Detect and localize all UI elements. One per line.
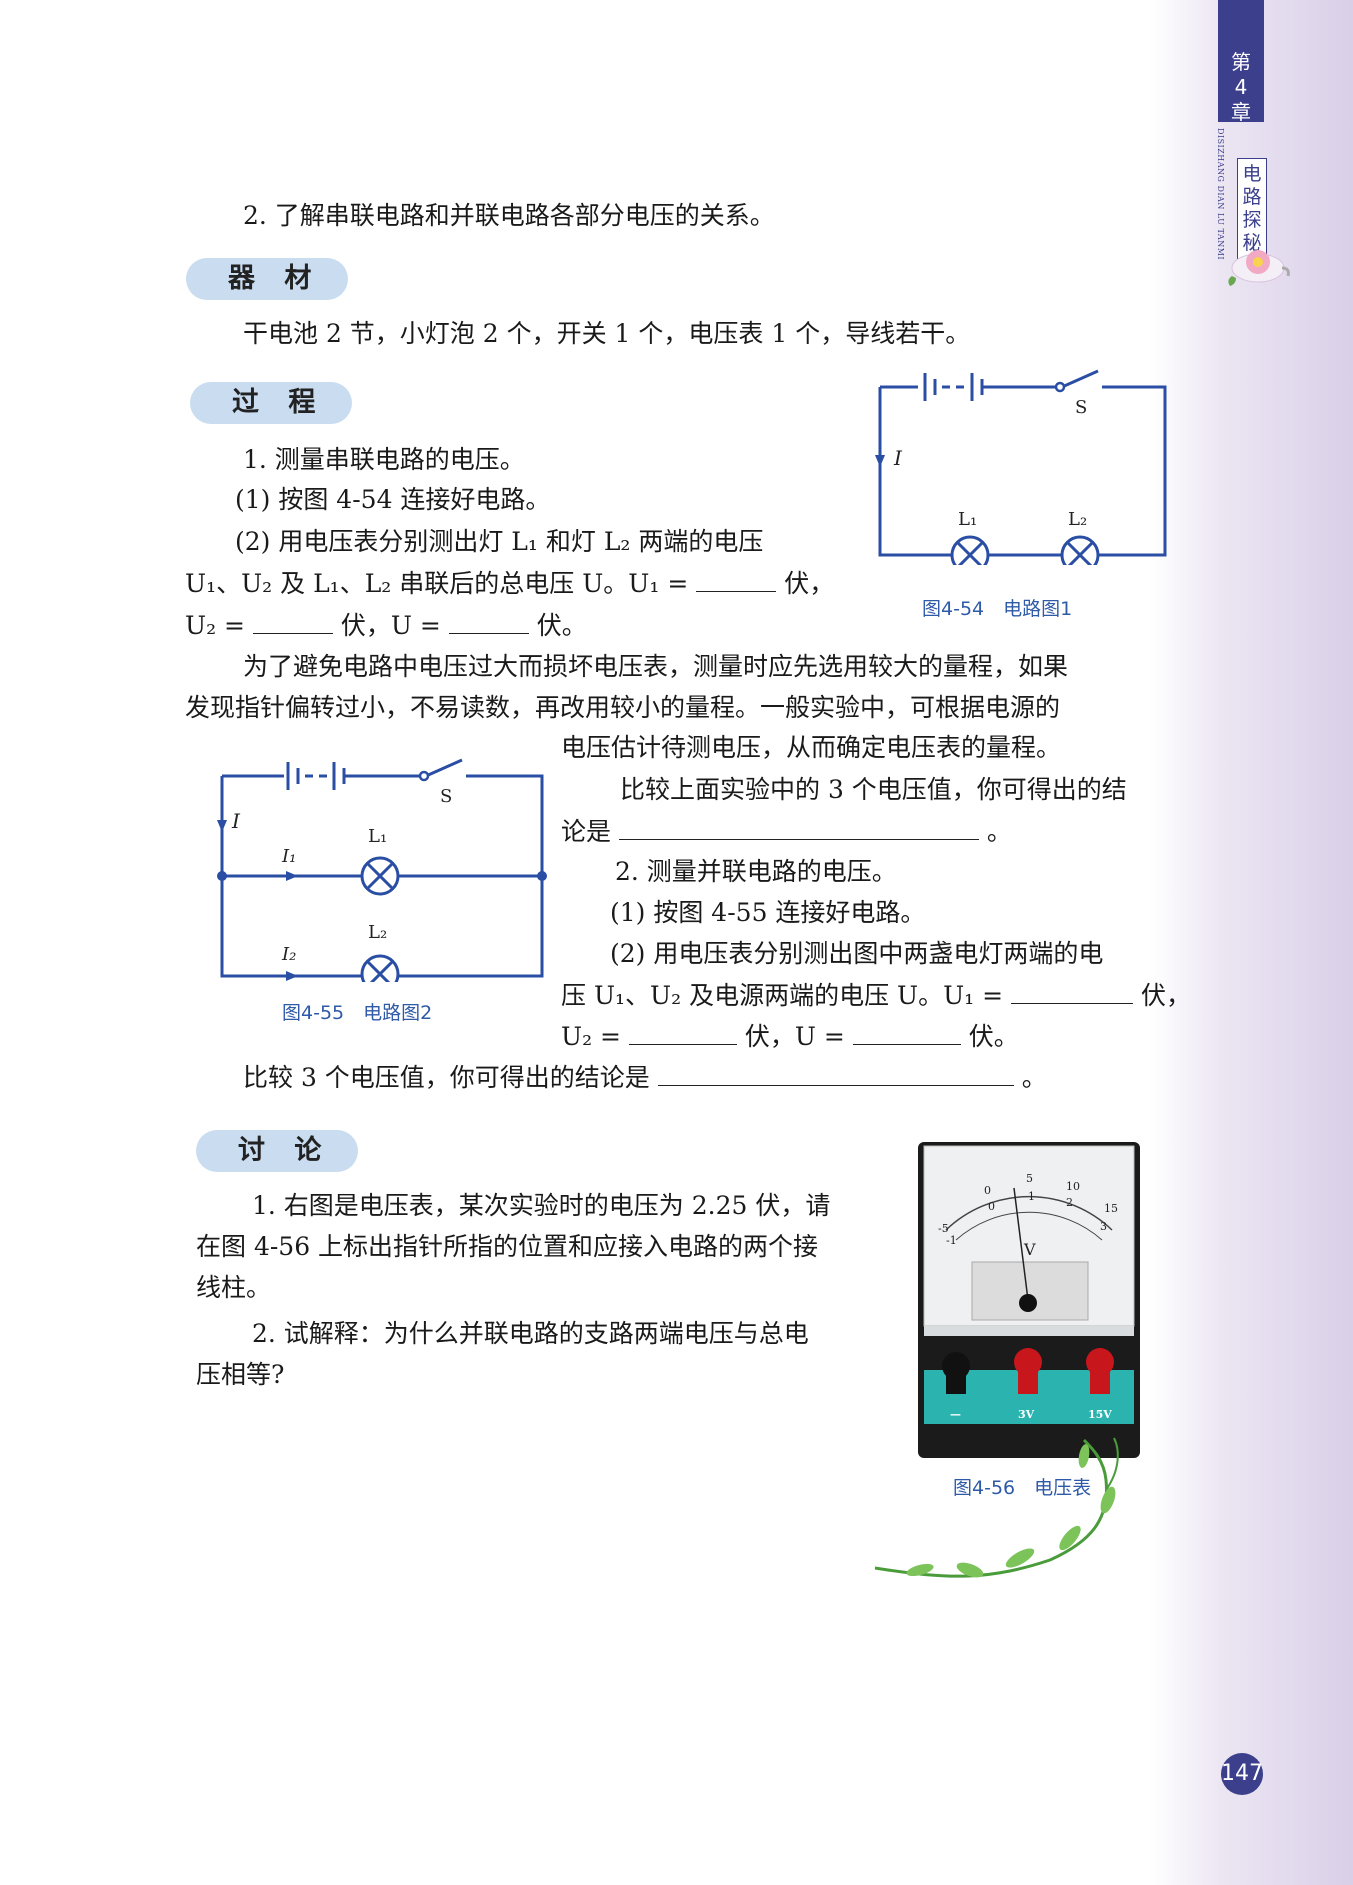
fig55-lamp1-label: L₁	[368, 826, 387, 847]
advice-line2: 发现指针偏转过小，不易读数，再改用较小的量程。一般实验中，可根据电源的	[185, 693, 1061, 722]
period: 。	[986, 817, 1012, 846]
answer-blank-parallel-u2[interactable]	[628, 1016, 737, 1045]
dial-label: 5	[1026, 1172, 1033, 1185]
series-u2-label: U₂ =	[185, 611, 245, 640]
page-number: 147	[1221, 1753, 1263, 1795]
dial-label: 10	[1066, 1180, 1080, 1193]
vine-decoration	[874, 1437, 1119, 1578]
parallel-step2-line1: (2) 用电压表分别测出图中两盏电灯两端的电	[610, 939, 1104, 968]
chapter-title-char: 电	[1242, 163, 1262, 185]
parallel-step2-line3: U₂ = 伏，U = 伏。	[561, 1016, 1019, 1057]
fig55-current-label: I	[231, 809, 241, 833]
chapter-char: 第	[1231, 50, 1251, 74]
terminal-label-3v: 3V	[1018, 1408, 1035, 1421]
series-step2-line1: (2) 用电压表分别测出灯 L₁ 和灯 L₂ 两端的电压	[235, 527, 764, 556]
parallel-heading: 2. 测量并联电路的电压。	[615, 857, 897, 886]
fig55-i1-label: I₁	[281, 846, 296, 867]
parallel-u-label: 伏，U =	[744, 1022, 845, 1051]
answer-blank-u2[interactable]	[252, 605, 333, 634]
equipment-text: 干电池 2 节，小灯泡 2 个，开关 1 个，电压表 1 个，导线若干。	[243, 319, 971, 348]
compare-parallel: 比较 3 个电压值，你可得出的结论是 。	[243, 1057, 1047, 1098]
figure-4-54-caption: 图4-54 电路图1	[922, 598, 1073, 620]
chapter-char: 章	[1231, 100, 1251, 124]
figure-4-55-parallel-circuit: S I I₁ I₂ L₁ L₂	[217, 758, 547, 982]
conclusion-label: 比较 3 个电压值，你可得出的结论是	[243, 1063, 650, 1092]
chapter-title-char: 秘	[1242, 232, 1262, 254]
page-side-band	[1150, 0, 1353, 1885]
compare-series-line2: 论是 。	[561, 811, 1012, 852]
chapter-title-char: 探	[1242, 209, 1262, 231]
objective-text: 2. 了解串联电路和并联电路各部分电压的关系。	[243, 201, 775, 230]
answer-blank-parallel-u1[interactable]	[1011, 975, 1134, 1004]
discussion-q2-line1: 2. 试解释：为什么并联电路的支路两端电压与总电	[252, 1319, 809, 1348]
conclusion-label: 论是	[561, 817, 612, 846]
teacup-flower-decoration	[1228, 250, 1290, 286]
terminal-label-negative: —	[950, 1408, 961, 1421]
fig55-lamp2-label: L₂	[368, 922, 387, 943]
fig54-switch-label: S	[1075, 397, 1087, 418]
discussion-q1-line3: 线柱。	[196, 1273, 272, 1302]
series-step1: (1) 按图 4-54 连接好电路。	[235, 485, 551, 514]
advice-line1: 为了避免电路中电压过大而损坏电压表，测量时应先选用较大的量程，如果	[243, 652, 1069, 681]
fig54-lamp1-label: L₁	[958, 509, 977, 530]
series-u-label: 伏，U =	[340, 611, 441, 640]
series-step2-line3: U₂ = 伏，U = 伏。	[185, 605, 587, 646]
dial-label: 0	[984, 1184, 991, 1197]
parallel-u2-label: U₂ =	[561, 1022, 621, 1051]
answer-blank-series-conclusion[interactable]	[618, 811, 979, 840]
answer-blank-parallel-conclusion[interactable]	[657, 1057, 1014, 1086]
figure-4-56-caption: 图4-56 电压表	[953, 1477, 1092, 1499]
chapter-char: 4	[1234, 75, 1248, 99]
unit-text: 伏，	[1141, 981, 1192, 1010]
fig54-current-label: I	[893, 446, 903, 470]
fig55-switch-label: S	[440, 786, 452, 807]
fig54-lamp2-label: L₂	[1068, 509, 1087, 530]
section-discussion: 讨 论	[196, 1130, 358, 1172]
section-process: 过 程	[190, 382, 352, 424]
chapter-title-char: 路	[1242, 186, 1262, 208]
dial-label: 0	[988, 1200, 995, 1213]
chapter-pinyin: DISIZHANG DIAN LU TANMI	[1216, 128, 1225, 261]
terminal-label-15v: 15V	[1088, 1408, 1112, 1421]
series-heading: 1. 测量串联电路的电压。	[243, 445, 525, 474]
figure-4-56-voltmeter: -5 0 5 10 15 -1 0 1 2 3 V — 3V 15V	[918, 1142, 1140, 1458]
dial-label: -1	[946, 1234, 957, 1247]
unit-text: 伏。	[968, 1022, 1019, 1051]
dial-label: -5	[938, 1222, 949, 1235]
fig55-i2-label: I₂	[281, 944, 296, 965]
period: 。	[1021, 1063, 1047, 1092]
discussion-q2-line2: 压相等?	[196, 1360, 285, 1389]
dial-label: 15	[1104, 1202, 1118, 1215]
figure-4-55-caption: 图4-55 电路图2	[282, 1002, 433, 1024]
parallel-u1-label: 压 U₁、U₂ 及电源两端的电压 U。U₁ =	[561, 981, 1004, 1010]
section-equipment: 器 材	[186, 258, 348, 300]
figure-4-54-series-circuit: S I L₁ L₂	[875, 369, 1167, 565]
advice-line3: 电压估计待测电压，从而确定电压表的量程。	[561, 733, 1062, 762]
dial-label: 3	[1100, 1220, 1107, 1233]
compare-series-line1: 比较上面实验中的 3 个电压值，你可得出的结	[620, 775, 1127, 804]
answer-blank-u1[interactable]	[696, 563, 777, 592]
unit-text: 伏。	[536, 611, 587, 640]
series-step2-line2: U₁、U₂ 及 L₁、L₂ 串联后的总电压 U。U₁ = 伏，	[185, 563, 834, 604]
answer-blank-u[interactable]	[448, 605, 529, 634]
dial-label: 1	[1028, 1190, 1035, 1203]
series-u1-label: U₁、U₂ 及 L₁、L₂ 串联后的总电压 U。U₁ =	[185, 569, 689, 598]
dial-label: 2	[1066, 1196, 1073, 1209]
parallel-step2-line2: 压 U₁、U₂ 及电源两端的电压 U。U₁ = 伏，	[561, 975, 1191, 1016]
dial-unit-symbol: V	[1023, 1240, 1036, 1259]
discussion-q1-line1: 1. 右图是电压表，某次实验时的电压为 2.25 伏，请	[252, 1191, 831, 1220]
chapter-title: 电 路 探 秘	[1237, 158, 1267, 260]
parallel-step1: (1) 按图 4-55 连接好电路。	[610, 898, 926, 927]
unit-text: 伏，	[784, 569, 835, 598]
chapter-tab: 第 4 章	[1218, 0, 1264, 124]
answer-blank-parallel-u[interactable]	[852, 1016, 961, 1045]
discussion-q1-line2: 在图 4-56 上标出指针所指的位置和应接入电路的两个接	[196, 1232, 819, 1261]
